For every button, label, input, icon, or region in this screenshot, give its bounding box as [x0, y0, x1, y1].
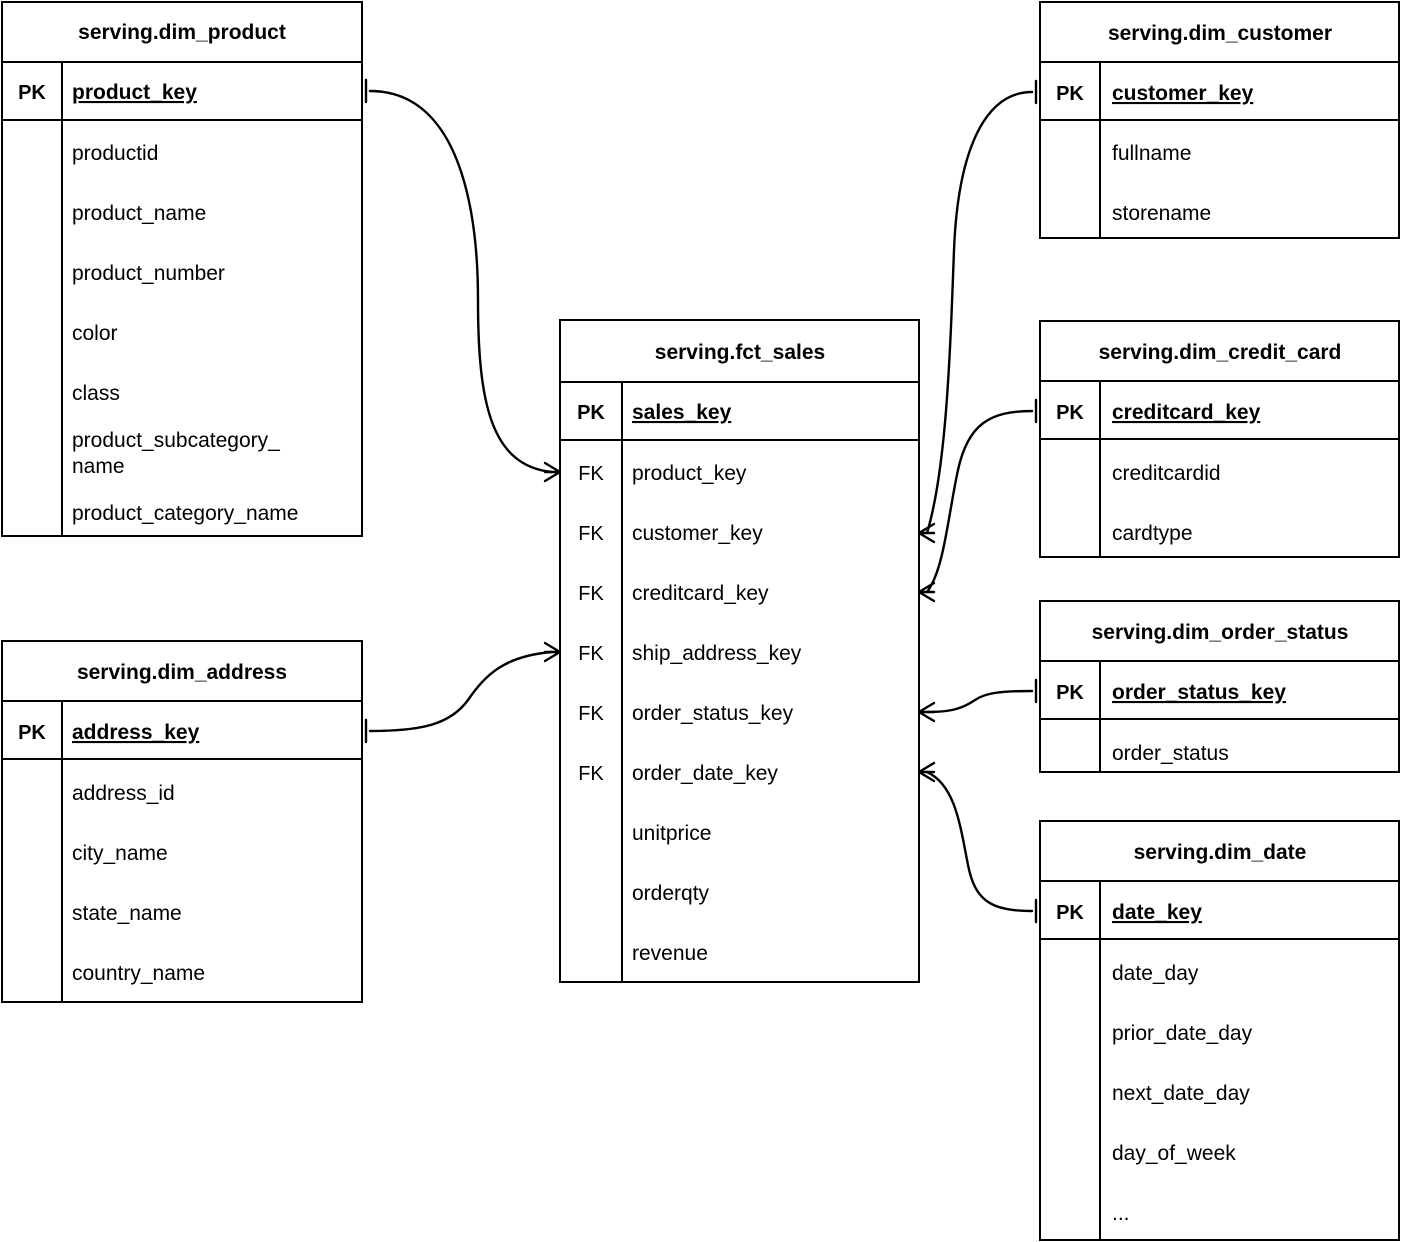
attribute-day-of-week: day_of_week	[1112, 1142, 1236, 1165]
crow-foot-icon	[917, 761, 936, 783]
attribute-product-number: product_number	[72, 262, 225, 285]
attribute-next-date-day: next_date_day	[1112, 1082, 1250, 1105]
pk-field: order_status_key	[1112, 681, 1286, 704]
pk-tag: PK	[1056, 682, 1084, 704]
fk-tag-customer-key: FK	[578, 523, 604, 545]
attribute-unitprice: unitprice	[632, 822, 711, 845]
attribute-creditcardid: creditcardid	[1112, 462, 1221, 485]
pk-tag: PK	[577, 402, 605, 424]
relationship-layer	[364, 78, 1038, 924]
attribute-color: color	[72, 322, 118, 345]
crow-foot-icon	[917, 522, 936, 544]
attribute-state-name: state_name	[72, 902, 182, 925]
pk-field: sales_key	[632, 401, 732, 424]
crow-foot-icon	[543, 461, 562, 483]
crow-foot-icon	[917, 581, 936, 603]
relationship-customer-sales	[917, 79, 1038, 544]
fk-field-order-date-key: order_date_key	[632, 762, 778, 785]
fk-field-product-key: product_key	[632, 462, 747, 485]
relationship-creditcard-sales	[917, 398, 1038, 603]
entity-fct-sales[interactable]: serving.fct_sales PK sales_key FK produc…	[559, 319, 920, 983]
attribute-orderqty: orderqty	[632, 882, 710, 905]
entity-title: serving.dim_address	[77, 661, 287, 684]
fk-tag-creditcard-key: FK	[578, 583, 604, 605]
entity-dim-credit-card[interactable]: serving.dim_credit_card PK creditcard_ke…	[1039, 320, 1400, 558]
entity-dim-customer[interactable]: serving.dim_customer PK customer_key ful…	[1039, 1, 1400, 239]
attribute-revenue: revenue	[632, 942, 708, 965]
attribute-cardtype: cardtype	[1112, 522, 1193, 545]
relationship-date-sales	[917, 761, 1038, 924]
attribute-prior-date-day: prior_date_day	[1112, 1022, 1253, 1045]
entity-title: serving.dim_order_status	[1092, 621, 1349, 644]
pk-field: date_key	[1112, 901, 1202, 924]
entity-title: serving.dim_customer	[1108, 22, 1332, 45]
fk-field-customer-key: customer_key	[632, 522, 763, 545]
attribute-fullname: fullname	[1112, 142, 1191, 165]
fk-tag-ship-address-key: FK	[578, 643, 604, 665]
attribute-product-category-name: product_category_name	[72, 502, 298, 525]
pk-tag: PK	[1056, 402, 1084, 424]
fk-tag-order-date-key: FK	[578, 763, 604, 785]
entity-title: serving.dim_credit_card	[1099, 341, 1342, 364]
entity-title: serving.dim_date	[1134, 841, 1307, 864]
attribute-product-name: product_name	[72, 202, 206, 225]
fk-tag-product-key: FK	[578, 463, 604, 485]
pk-tag: PK	[18, 722, 46, 744]
pk-field: address_key	[72, 721, 200, 744]
pk-tag: PK	[1056, 902, 1084, 924]
attribute-product-subcategory-name: product_subcategory_	[72, 429, 280, 452]
relationship-orderstatus-sales	[917, 678, 1038, 723]
attribute-date-day: date_day	[1112, 962, 1199, 985]
attribute-storename: storename	[1112, 202, 1211, 225]
attribute-productid: productid	[72, 142, 158, 165]
fk-field-creditcard-key: creditcard_key	[632, 582, 769, 605]
attribute-country-name: country_name	[72, 962, 205, 985]
entity-title: serving.dim_product	[78, 21, 286, 44]
pk-field: creditcard_key	[1112, 401, 1261, 424]
fk-field-order-status-key: order_status_key	[632, 702, 794, 725]
pk-field: customer_key	[1112, 82, 1254, 105]
entity-dim-product[interactable]: serving.dim_product PK product_key produ…	[1, 1, 363, 537]
entity-title: serving.fct_sales	[655, 341, 825, 364]
entity-dim-address[interactable]: serving.dim_address PK address_key addre…	[1, 640, 363, 1003]
pk-field: product_key	[72, 81, 197, 104]
fk-tag-order-status-key: FK	[578, 703, 604, 725]
pk-tag: PK	[18, 82, 46, 104]
pk-tag: PK	[1056, 83, 1084, 105]
crow-foot-icon	[917, 701, 936, 723]
relationship-product-sales	[364, 78, 562, 483]
attribute-order-status: order_status	[1112, 742, 1229, 765]
attribute-class: class	[72, 382, 120, 405]
attribute-ellipsis: ...	[1112, 1202, 1130, 1225]
attribute-city-name: city_name	[72, 842, 168, 865]
crow-foot-icon	[543, 641, 562, 663]
relationship-address-sales	[364, 641, 562, 744]
attribute-address-id: address_id	[72, 782, 175, 805]
entity-dim-order-status[interactable]: serving.dim_order_status PK order_status…	[1039, 600, 1400, 773]
fk-field-ship-address-key: ship_address_key	[632, 642, 802, 665]
entity-dim-date[interactable]: serving.dim_date PK date_key date_day pr…	[1039, 820, 1400, 1241]
attribute-product-subcategory-name-cont: name	[72, 455, 125, 478]
